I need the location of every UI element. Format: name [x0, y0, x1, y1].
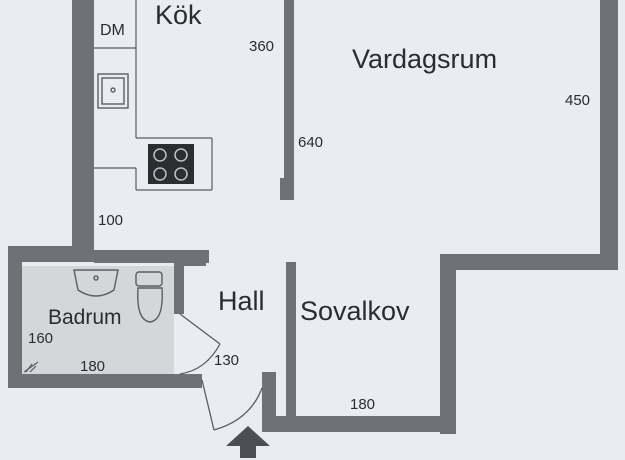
room-label-sovalkov: Sovalkov [300, 296, 410, 326]
entrance-door [201, 379, 263, 431]
dimension-kok-width: 360 [249, 38, 275, 55]
floor-drain-icon [23, 361, 39, 373]
dimension-badrum-width: 180 [80, 358, 106, 375]
interior-walls [174, 0, 296, 416]
dimension-kok-small: 100 [98, 212, 124, 229]
entrance-arrow-icon [226, 426, 270, 458]
room-label-hall: Hall [218, 286, 265, 316]
room-label-badrum: Badrum [48, 306, 122, 329]
dimension-badrum-height: 160 [28, 330, 54, 347]
dimension-kok-length: 640 [298, 134, 324, 151]
bathroom-door [179, 313, 221, 375]
room-label-kok: Kök [155, 0, 202, 30]
room-label-vardagsrum: Vardagsrum [352, 44, 498, 74]
stove-icon [148, 144, 194, 184]
dimension-hall-width: 130 [214, 352, 240, 369]
toilet-icon [135, 271, 163, 323]
kitchen-sink-icon [97, 73, 129, 109]
vardagsrum-door-frame [262, 380, 276, 388]
dimension-vardagsrum-width: 450 [565, 92, 591, 109]
dishwasher-label: DM [100, 22, 125, 39]
dimension-sovalkov-width: 180 [350, 396, 376, 413]
kitchen-counter [94, 0, 213, 191]
bathroom-floor [22, 266, 174, 374]
washbasin-icon [73, 269, 119, 297]
